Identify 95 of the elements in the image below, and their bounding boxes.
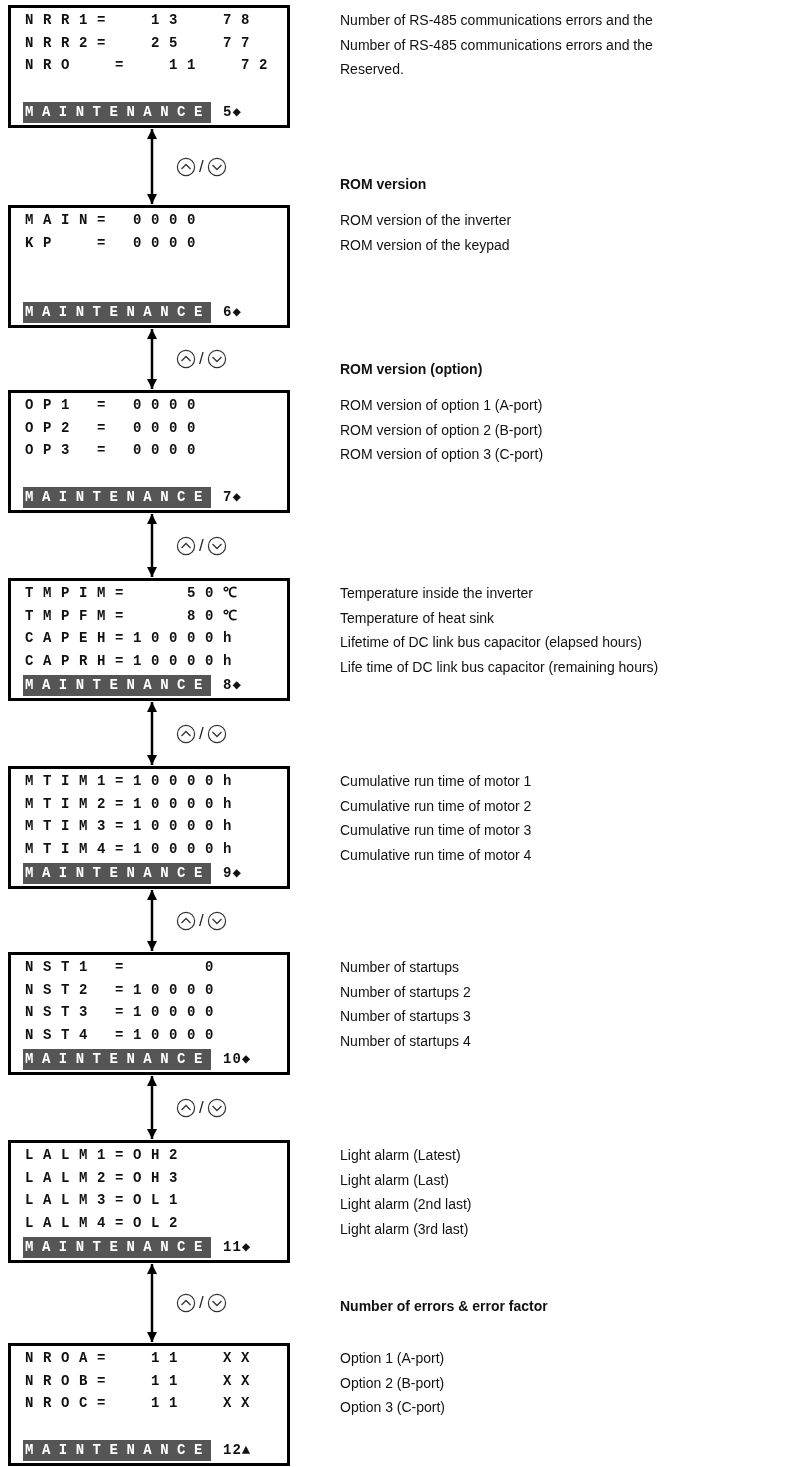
display-line: NROC= 11 XX (25, 1394, 260, 1413)
display-line: NST2 =10000 (25, 980, 223, 1000)
display-line: NST4 =10000 (25, 1025, 223, 1045)
description-text: Option 3 (C-port) (340, 1398, 446, 1416)
display-line: LALM2=OH3 (25, 1168, 187, 1188)
double-arrow (147, 890, 157, 951)
menu-title-highlight: MAINTENANCE (23, 675, 211, 696)
description-text: Cumulative run time of motor 3 (340, 821, 532, 839)
description-text: Lifetime of DC link bus capacitor (elapsed hours) (340, 633, 642, 651)
lcd-display-screen (8, 1140, 290, 1263)
edge-label: / (199, 723, 204, 744)
display-line: NRO = 11 72 (25, 56, 278, 75)
description-text: Number of startups 3 (340, 1007, 471, 1025)
description-text: Number of startups 4 (340, 1031, 471, 1050)
display-line: NRR1= 13 78 (25, 11, 260, 30)
description-text: Number of startups 2 (340, 982, 471, 1001)
page-indicator: 8◆ (223, 676, 242, 695)
description-text: Light alarm (3rd last) (340, 1219, 469, 1238)
display-line: CAPRH=10000h (25, 651, 242, 671)
display-line: MAIN= 0000 (25, 211, 205, 230)
display-line: NROA= 11 XX (25, 1349, 260, 1368)
display-line: TMPIM= 50℃ (25, 584, 247, 603)
description-text: Number of startups (340, 958, 460, 976)
description-text: Temperature of heat sink (340, 608, 495, 627)
menu-title-highlight: MAINTENANCE (23, 1049, 211, 1070)
description-text: ROM version of option 3 (C-port) (340, 445, 544, 463)
display-line: LALM4=OL2 (25, 1213, 187, 1233)
description-text: Number of RS-485 communications errors and the (340, 35, 653, 54)
display-line: LALM1=OH2 (25, 1146, 187, 1165)
section-heading: ROM version (option) (340, 360, 483, 378)
double-arrow (147, 1076, 157, 1139)
lcd-display-screen (8, 1343, 290, 1466)
menu-title-highlight: MAINTENANCE (23, 863, 211, 884)
description-text: Option 2 (B-port) (340, 1373, 445, 1392)
double-arrow (147, 329, 157, 389)
lcd-display-screen (8, 766, 290, 889)
lcd-display-screen (8, 578, 290, 701)
description-text: Light alarm (Last) (340, 1170, 449, 1189)
menu-title-highlight: MAINTENANCE (23, 487, 211, 508)
page-indicator: 10◆ (223, 1050, 252, 1069)
display-line: MTIM1=10000h (25, 772, 242, 791)
description-text: Cumulative run time of motor 2 (340, 796, 532, 815)
description-text: Cumulative run time of motor 1 (340, 772, 532, 790)
double-arrow (147, 702, 157, 765)
lcd-display-screen (8, 5, 290, 128)
description-text: ROM version of option 1 (A-port) (340, 396, 543, 414)
display-line: CAPEH=10000h (25, 629, 242, 648)
lcd-display-screen (8, 205, 290, 328)
edge-label: / (199, 535, 204, 556)
menu-title-highlight: MAINTENANCE (23, 1440, 211, 1461)
page-indicator: 11◆ (223, 1238, 252, 1257)
page-indicator: 6◆ (223, 303, 242, 322)
display-line: MTIM2=10000h (25, 794, 242, 814)
description-text: Temperature inside the inverter (340, 584, 533, 602)
description-text: Light alarm (2nd last) (340, 1195, 472, 1213)
section-heading: ROM version (340, 175, 427, 193)
edge-label: / (199, 1293, 204, 1313)
description-text: ROM version of the keypad (340, 235, 510, 254)
double-arrow (147, 129, 157, 204)
display-line: NROB= 11 XX (25, 1371, 260, 1391)
section-heading: Number of errors & error factor (340, 1297, 548, 1315)
edge-label: / (199, 349, 204, 369)
page-indicator: 9◆ (223, 864, 242, 883)
page-indicator: 7◆ (223, 488, 242, 507)
display-line: NRR2= 25 77 (25, 33, 260, 53)
menu-title-highlight: MAINTENANCE (23, 102, 211, 123)
display-line: NST3 =10000 (25, 1003, 223, 1022)
display-line: OP2 = 0000 (25, 418, 205, 438)
lcd-display-screen (8, 390, 290, 513)
double-arrow (147, 1264, 157, 1342)
display-line: OP1 = 0000 (25, 396, 205, 415)
display-line: OP3 = 0000 (25, 441, 205, 460)
page-indicator: 12▲ (223, 1441, 252, 1460)
page-indicator: 5◆ (223, 103, 242, 122)
description-text: Option 1 (A-port) (340, 1349, 445, 1367)
double-arrow (147, 514, 157, 577)
description-text: Light alarm (Latest) (340, 1146, 461, 1164)
description-text: Reserved. (340, 60, 404, 78)
display-line: TMPFM= 80℃ (25, 606, 247, 626)
display-line: LALM3=OL1 (25, 1191, 187, 1210)
edge-label: / (199, 1097, 204, 1118)
display-line: MTIM3=10000h (25, 817, 242, 836)
menu-title-highlight: MAINTENANCE (23, 302, 211, 323)
description-text: Number of RS-485 communications errors and the (340, 11, 653, 29)
display-line: NST1 = 0 (25, 958, 223, 977)
menu-title-highlight: MAINTENANCE (23, 1237, 211, 1258)
description-text: Cumulative run time of motor 4 (340, 845, 532, 864)
display-line: MTIM4=10000h (25, 839, 242, 859)
description-text: ROM version of the inverter (340, 211, 512, 229)
edge-label: / (199, 156, 204, 177)
lcd-display-screen (8, 952, 290, 1075)
description-text: ROM version of option 2 (B-port) (340, 420, 543, 439)
edge-label: / (199, 910, 204, 931)
display-line: KP = 0000 (25, 233, 205, 253)
description-text: Life time of DC link bus capacitor (remaining hours) (340, 657, 659, 676)
